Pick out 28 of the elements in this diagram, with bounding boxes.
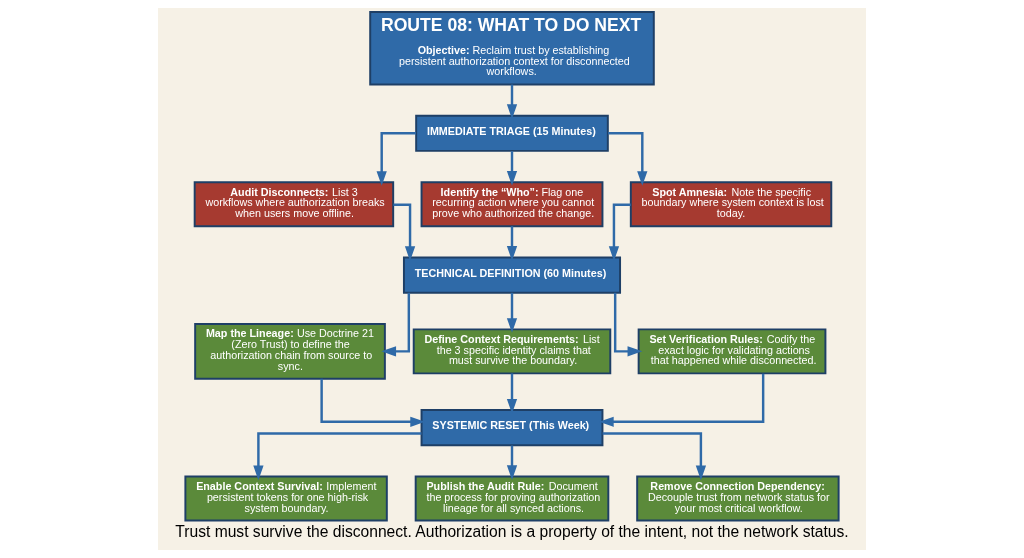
- arrow: [613, 292, 643, 357]
- arrow: [320, 378, 425, 427]
- arrow: [253, 432, 422, 481]
- node-box: Map the Lineage: Use Doctrine 21 (Zero Trust) to define the authorization chain from source to sync.: [194, 323, 386, 380]
- node-box: IMMEDIATE TRIAGE (15 Minutes): [415, 114, 609, 152]
- node-box: SYSTEMIC RESET (This Week): [420, 409, 604, 447]
- arrow: [602, 432, 707, 481]
- node-box: Enable Context Survival: Implement persistent tokens for one high-risk system boundary.: [184, 475, 388, 522]
- node-box: Define Context Requirements: List the 3 specific identity claims that must survive the boundary.: [412, 328, 612, 375]
- arrow: [506, 226, 518, 261]
- arrow: [608, 132, 648, 186]
- node-box: Publish the Audit Rule: Document the process for proving authorization lineage for all synced actions.: [414, 475, 610, 522]
- node-box: Set Verification Rules: Codify the exact logic for validating actions that happened while disconnected.: [637, 328, 827, 375]
- arrow: [506, 84, 518, 120]
- node-box: Audit Disconnects: List 3 workflows where authorization breaks when users move offline.: [193, 181, 395, 228]
- node-box: Identify the “Who”: Flag one recurring action where you cannot prove who authorized the change.: [420, 181, 604, 228]
- arrow: [506, 373, 518, 414]
- node-box: ROUTE 08: WHAT TO DO NEXT Objective: Reclaim trust by establishing persistent authorization context for disconnected workflows.: [369, 11, 655, 86]
- arrow: [506, 292, 518, 333]
- node-box: Remove Connection Dependency: Decouple trust from network status for your most critical workflow.: [636, 475, 840, 522]
- arrow: [598, 373, 765, 427]
- arrow: [506, 445, 518, 481]
- node-box: Spot Amnesia: Note the specific boundary where system context is lost today.: [629, 181, 833, 228]
- caption: Trust must survive the disconnect. Authorization is a property of the intent, not the network status.: [175, 522, 849, 540]
- arrow: [381, 292, 411, 357]
- arrow: [506, 151, 518, 186]
- arrow: [376, 132, 416, 186]
- node-box: TECHNICAL DEFINITION (60 Minutes): [402, 256, 622, 294]
